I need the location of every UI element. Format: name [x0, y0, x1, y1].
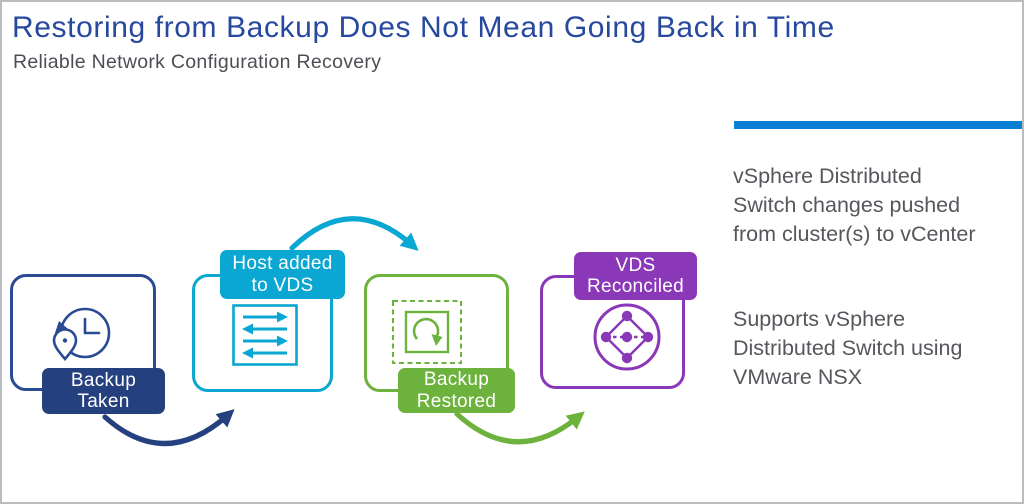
- step-label-host-added: Host added to VDS: [220, 250, 345, 299]
- slide-title: Restoring from Backup Does Not Mean Goin…: [12, 11, 835, 44]
- network-nodes-icon: [593, 303, 661, 371]
- arrow-host-to-restore: [289, 216, 419, 251]
- note-vds-changes: vSphere Distributed Switch changes pushe…: [733, 164, 976, 247]
- history-clock-pin-icon: [52, 307, 111, 362]
- step-label-backup-taken: Backup Taken: [42, 368, 165, 414]
- restore-refresh-icon: [392, 300, 462, 364]
- step-label-backup-restored: Backup Restored: [398, 368, 515, 413]
- arrow-restore-to-reconciled: [454, 411, 585, 445]
- slide-subtitle: Reliable Network Configuration Recovery: [13, 51, 382, 73]
- arrow-backup-to-host: [102, 409, 235, 447]
- step-label-vds-reconciled: VDS Reconciled: [574, 252, 697, 300]
- accent-bar: [734, 121, 1022, 129]
- note-nsx-support: Supports vSphere Distributed Switch usin…: [733, 307, 963, 390]
- transfer-arrows-icon: [232, 304, 298, 366]
